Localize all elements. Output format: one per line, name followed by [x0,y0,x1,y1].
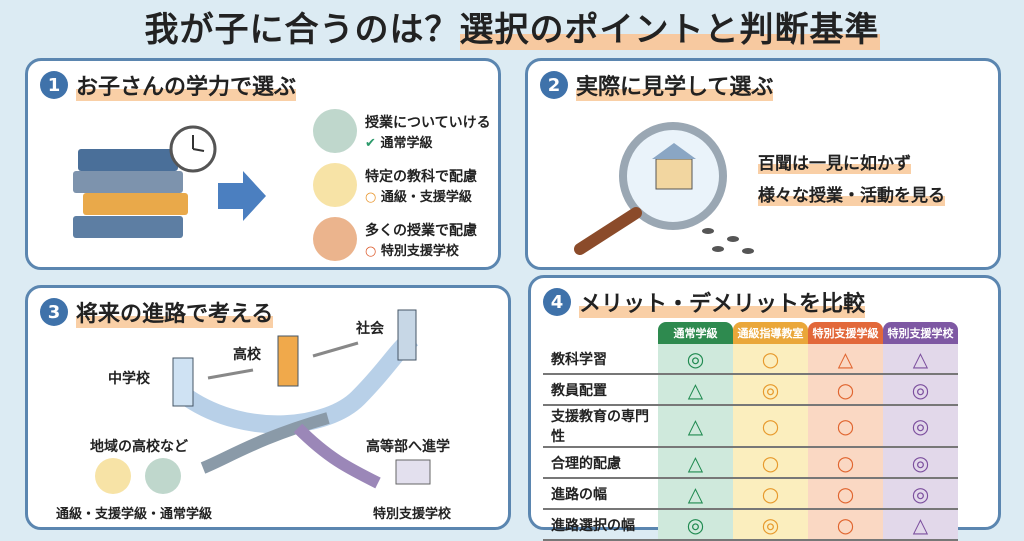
page-title: 我が子に合うのは？選択のポイントと判断基準 [0,2,1024,51]
table-row: 合理的配慮△○○◎ [543,448,958,479]
table-row: 教科学習◎○△△ [543,344,958,375]
title-part2: 選択のポイントと判断基準 [459,10,880,50]
rating-cell: ◎ [658,344,733,375]
rating-cell: △ [808,344,883,375]
heading-text: 実際に見学して選ぶ [576,69,774,101]
item-result: 通級・支援学級 [380,189,472,205]
path-illustration [95,309,431,494]
child-avatar [313,163,357,207]
rating-cell: ◎ [883,479,958,510]
list-item: 授業についていける ✔ 通常学級 [313,109,491,153]
item-text: 多くの授業で配慮 [365,222,477,239]
number-badge: 2 [540,71,568,99]
rating-cell: ○ [733,344,808,375]
row-label: 進路の幅 [543,479,658,510]
panel-visit: 2 実際に見学して選ぶ 百聞は一見に如かず 様々な授業・活動を見る [525,58,1001,270]
label-higher-dept: 高等部へ進学 [366,439,450,455]
table-row: 教員配置△◎○◎ [543,375,958,406]
magnifier-school-icon [574,122,754,255]
proverb-text: 百聞は一見に如かず [758,149,911,174]
label-special-school: 特別支援学校 [373,507,452,522]
panel-heading: 4 メリット・デメリットを比較 [543,286,866,318]
label-junior-high: 中学校 [108,371,150,387]
list-item: 特定の教科で配慮 ○ 通級・支援学級 [313,163,477,207]
circle-icon: ○ [365,189,377,205]
rating-cell: △ [883,510,958,541]
table-row: 進路選択の幅◎◎○△ [543,510,958,541]
rating-cell: ○ [808,375,883,406]
label-local-high: 地域の高校など [90,439,188,455]
rating-cell: ◎ [883,448,958,479]
label-local-caption: 通級・支援学級・通常学級 [56,507,213,522]
child-avatar [313,109,357,153]
item-text: 特定の教科で配慮 [365,168,477,185]
table-row: 進路の幅△○○◎ [543,479,958,510]
rating-cell: ○ [733,448,808,479]
rating-cell: ○ [808,406,883,448]
rating-cell: ◎ [883,406,958,448]
column-header: 特別支援学校 [883,322,958,344]
rating-cell: ◎ [733,510,808,541]
books-clock-icon [73,125,266,238]
panel-academic: 1 お子さんの学力で選ぶ 授業についていける ✔ 通常学級 特定の教科で配慮 ○ 通級… [25,58,501,270]
rating-cell: ○ [808,448,883,479]
title-part1: 我が子に合うのは？ [144,10,460,50]
row-label: 支援教育の専門性 [543,406,658,448]
comparison-table: 通常学級 通級指導教室 特別支援学級 特別支援学校 教科学習◎○△△教員配置△◎… [543,322,958,541]
column-header: 通級指導教室 [733,322,808,344]
item-result: 通常学級 [380,135,433,151]
item-text: 授業についていける [365,114,491,131]
rating-cell: ◎ [883,375,958,406]
number-badge: 4 [543,288,571,316]
rating-cell: △ [658,375,733,406]
visit-text: 様々な授業・活動を見る [758,181,945,206]
column-header: 通常学級 [658,322,733,344]
rating-cell: △ [658,479,733,510]
rating-cell: △ [883,344,958,375]
row-label: 教科学習 [543,344,658,375]
rating-cell: ○ [733,479,808,510]
rating-cell: ○ [733,406,808,448]
panel-compare: 4 メリット・デメリットを比較 通常学級 通級指導教室 特別支援学級 特別支援学校… [528,275,1001,541]
rating-cell: ○ [808,510,883,541]
row-label: 進路選択の幅 [543,510,658,541]
number-badge: 1 [40,71,68,99]
table-row: 支援教育の専門性△○○◎ [543,406,958,448]
circle-icon: ○ [365,243,377,259]
panel-heading: 2 実際に見学して選ぶ [540,69,774,101]
rating-cell: ◎ [733,375,808,406]
item-result: 特別支援学校 [380,243,459,259]
column-header: 特別支援学級 [808,322,883,344]
heading-text: メリット・デメリットを比較 [579,286,866,318]
panel-future: 3 将来の進路で考える 中学校 高校 社会 地域の高校など 高等部へ進学 通級・支… [25,285,511,530]
label-high-school: 高校 [233,347,261,363]
number-badge: 3 [40,298,68,326]
rating-cell: △ [658,448,733,479]
row-label: 教員配置 [543,375,658,406]
panel-heading: 3 将来の進路で考える [40,296,274,328]
child-avatar [313,217,357,261]
rating-cell: ◎ [658,510,733,541]
label-society: 社会 [356,321,384,337]
panel-heading: 1 お子さんの学力で選ぶ [40,69,297,101]
rating-cell: △ [658,406,733,448]
heading-text: 将来の進路で考える [76,296,274,328]
list-item: 多くの授業で配慮 ○ 特別支援学校 [313,217,477,261]
row-label: 合理的配慮 [543,448,658,479]
rating-cell: ○ [808,479,883,510]
check-icon: ✔ [365,135,376,151]
heading-text: お子さんの学力で選ぶ [76,69,297,101]
